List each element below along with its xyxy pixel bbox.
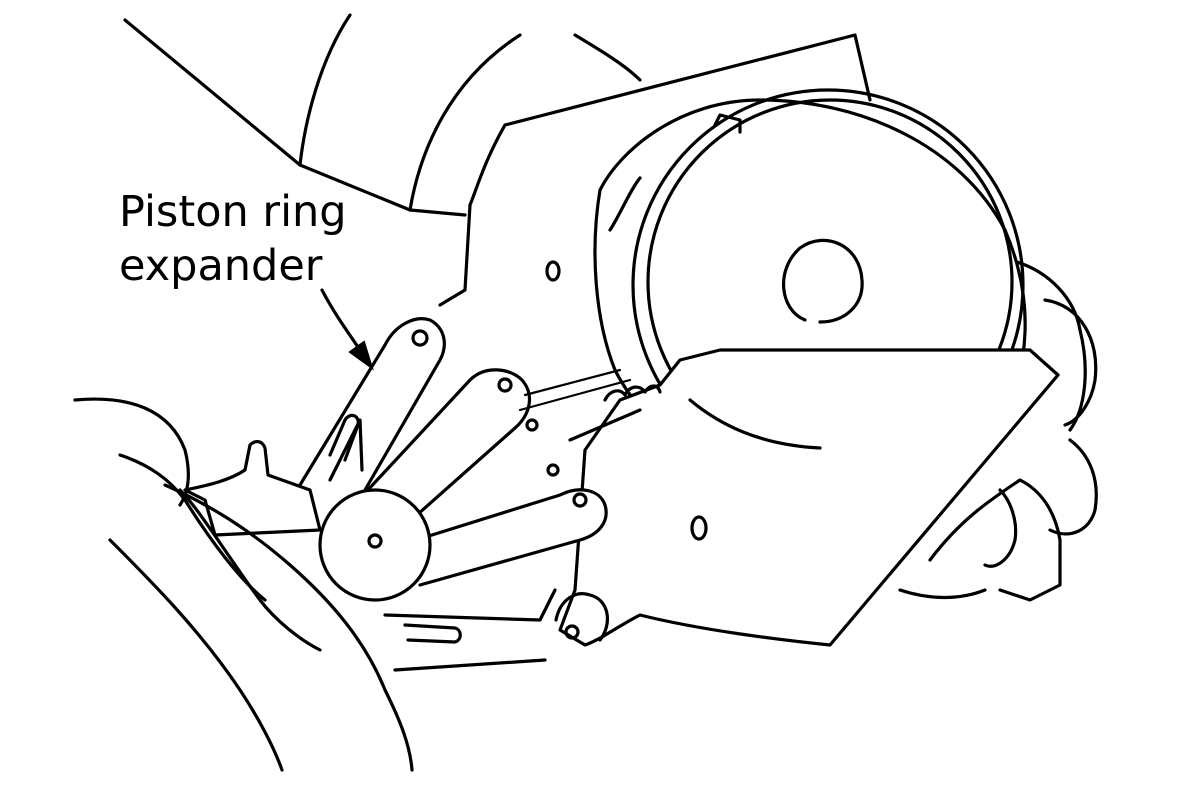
expander-jaw-plate bbox=[554, 348, 1060, 647]
jaw-hole bbox=[690, 515, 708, 541]
upper-arm bbox=[123, 13, 642, 217]
label-piston-ring: Piston ring bbox=[119, 187, 347, 237]
rod-cap bbox=[898, 478, 1062, 602]
connecting-rod bbox=[438, 33, 872, 307]
leader-arrow bbox=[320, 288, 374, 371]
left-hand bbox=[73, 397, 414, 772]
rod-oil-hole bbox=[545, 260, 561, 282]
label-expander: expander bbox=[119, 241, 323, 291]
right-hand bbox=[1008, 258, 1098, 536]
